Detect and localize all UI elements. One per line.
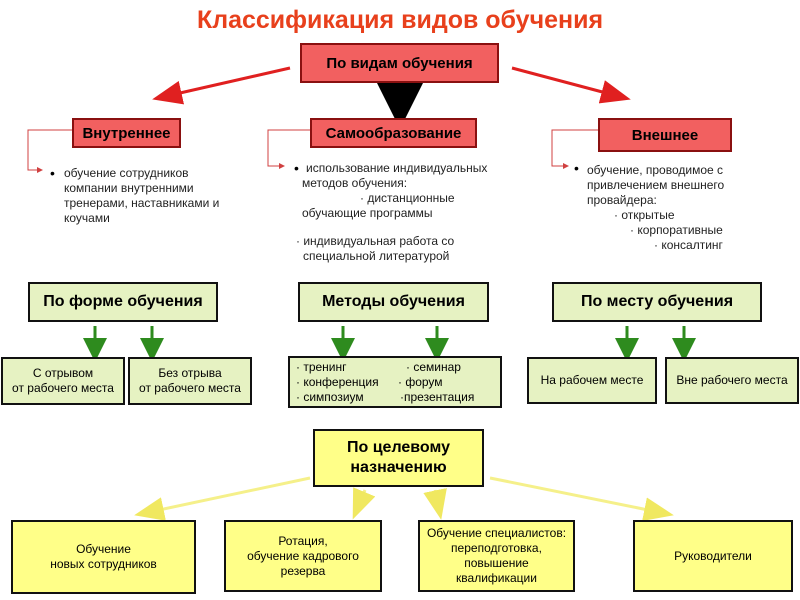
bullet-internal: • (50, 165, 55, 181)
desc-self-2: · индивидуальная работа со специальной л… (296, 234, 455, 263)
top-box-types: По видам обучения (300, 43, 499, 83)
place-at-work: На рабочем месте (527, 357, 657, 404)
arrow-target-1 (134, 476, 311, 521)
target-specialists: Обучение специалистов: переподготовка, п… (418, 520, 575, 592)
form-without-leave: Без отрыва от рабочего места (128, 357, 252, 405)
methods-col-1: · тренинг · конференция · симпозиум (296, 359, 379, 404)
target-rotation: Ротация, обучение кадрового резерва (224, 520, 382, 592)
type-self-education: Самообразование (310, 118, 477, 148)
category-form: По форме обучения (28, 282, 218, 322)
category-methods: Методы обучения (298, 282, 489, 322)
arrow-to-external (511, 66, 631, 104)
form-with-leave: С отрывом от рабочего места (1, 357, 125, 405)
category-place: По месту обучения (552, 282, 762, 322)
target-new-employees: Обучение новых сотрудников (11, 520, 196, 594)
arrow-to-internal (152, 66, 291, 105)
arrow-target-2 (352, 487, 376, 520)
target-managers: Руководители (633, 520, 793, 592)
type-internal: Внутреннее (72, 118, 181, 148)
connector-self (267, 129, 310, 169)
desc-self: использование индивидуальных методов обу… (302, 161, 488, 220)
page-title: Классификация видов обучения (196, 6, 604, 34)
category-target: По целевому назначению (313, 429, 484, 487)
methods-col-2: · семинар · форум ·презентация (398, 359, 475, 404)
bullet-external: • (574, 160, 579, 176)
bullet-self: • (294, 160, 299, 176)
desc-internal: обучение сотрудников компании внутренним… (64, 166, 220, 225)
arrow-target-4 (489, 476, 674, 522)
type-external: Внешнее (598, 118, 732, 152)
desc-external: обучение, проводимое с привлечением внеш… (587, 163, 725, 252)
methods-list: · тренинг · конференция · симпозиум · се… (288, 356, 502, 408)
arrow-target-3 (423, 488, 447, 520)
connector-external (551, 129, 598, 169)
place-off-work: Вне рабочего места (665, 357, 799, 404)
connector-internal (27, 129, 72, 173)
